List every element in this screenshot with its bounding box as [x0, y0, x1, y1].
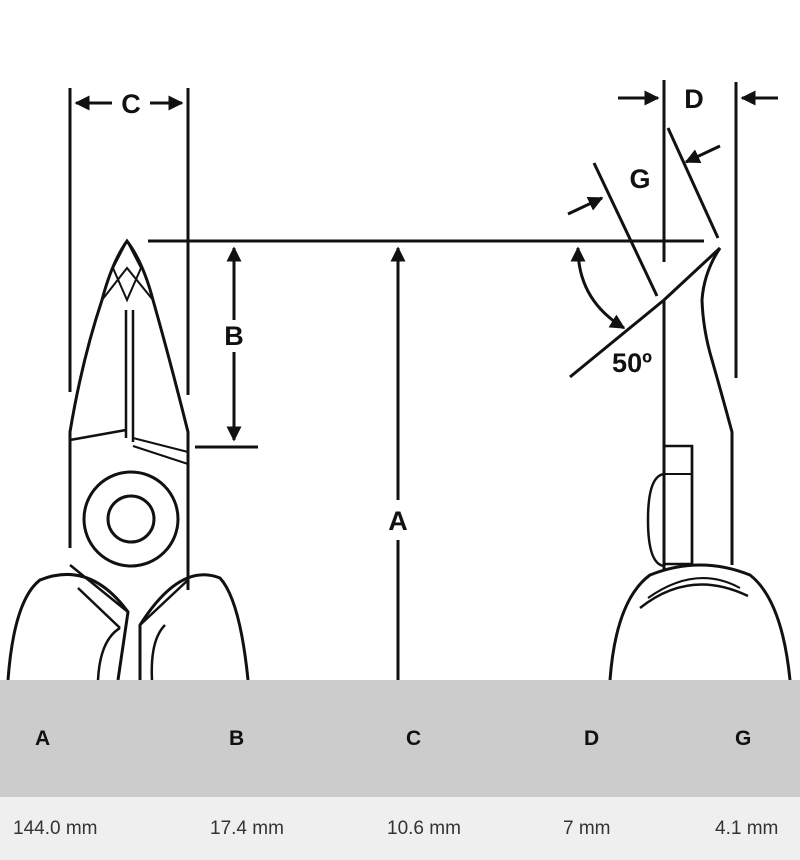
value-c: 10.6 mm: [387, 817, 461, 839]
label-angle: 50º: [612, 348, 652, 378]
dimension-diagram: C B A D G 50º: [6, 80, 792, 680]
value-b: 17.4 mm: [210, 817, 284, 839]
side-view-pliers: [608, 246, 792, 680]
table-header-row: A B C D G: [0, 680, 800, 797]
label-g: G: [629, 164, 650, 194]
header-a: A: [35, 726, 51, 750]
value-d: 7 mm: [563, 817, 611, 839]
table-row: 144.0 mm 17.4 mm 10.6 mm 7 mm 4.1 mm: [0, 797, 800, 860]
dimension-lines: [68, 80, 778, 680]
label-c: C: [121, 89, 141, 119]
header-d: D: [584, 726, 600, 750]
label-d: D: [684, 84, 704, 114]
value-a: 144.0 mm: [13, 817, 98, 839]
header-b: B: [229, 726, 245, 750]
label-a: A: [388, 506, 408, 536]
dimension-labels: C B A D G 50º: [121, 84, 704, 536]
header-g: G: [735, 726, 752, 750]
spec-table: A B C D G 144.0 mm 17.4 mm 10.6 mm 7 mm …: [0, 680, 800, 860]
label-b: B: [224, 321, 244, 351]
front-view-pliers: [6, 238, 250, 680]
header-c: C: [406, 726, 422, 750]
value-g: 4.1 mm: [715, 817, 779, 839]
diagram-canvas: C B A D G 50º: [6, 80, 792, 680]
